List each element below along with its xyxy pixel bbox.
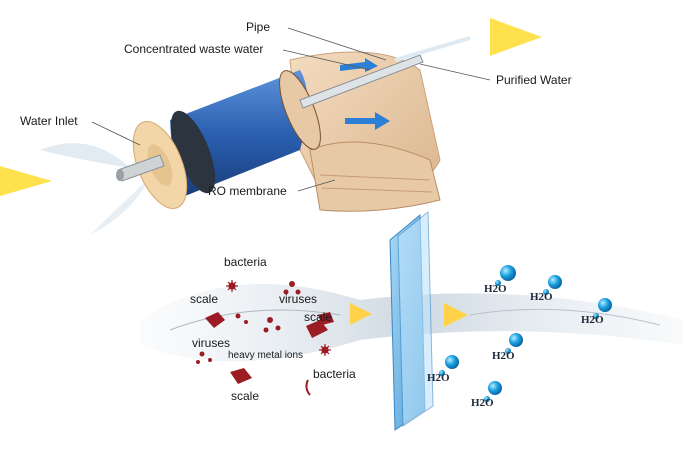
label-pipe: Pipe [246,20,271,34]
h2o-label: H2O [484,283,507,295]
inlet-arrow-icon [0,166,52,196]
label-water-inlet: Water Inlet [20,114,78,128]
flow-arrow-icon [345,112,390,130]
label-heavy-metal-ions: heavy metal ions [228,350,304,361]
h2o-label: H2O [530,291,553,303]
label-viruses-2: viruses [192,336,231,350]
flow-arrow-right-icon [444,303,468,327]
bacteria-icon [226,280,331,356]
label-concentrated-waste-water: Concentrated waste water [124,42,264,56]
label-bacteria-1: bacteria [224,255,267,269]
label-purified-water: Purified Water [496,73,572,87]
inlet-water-splash [40,143,130,168]
label-bacteria-2: bacteria [313,367,356,381]
h2o-label: H2O [427,372,450,384]
contaminants [196,281,334,384]
label-scale-3: scale [231,389,260,403]
water-molecule-icons [439,265,612,402]
label-viruses-1: viruses [279,292,318,306]
flow-arrow-left-icon [350,303,372,325]
outlet-arrow-icon [490,18,542,56]
label-ro-membrane: RO membrane [208,184,287,198]
label-scale-2: scale [304,310,333,324]
h2o-label: H2O [471,397,494,409]
h2o-label: H2O [581,314,604,326]
h2o-label: H2O [492,350,515,362]
label-scale-1: scale [190,292,219,306]
